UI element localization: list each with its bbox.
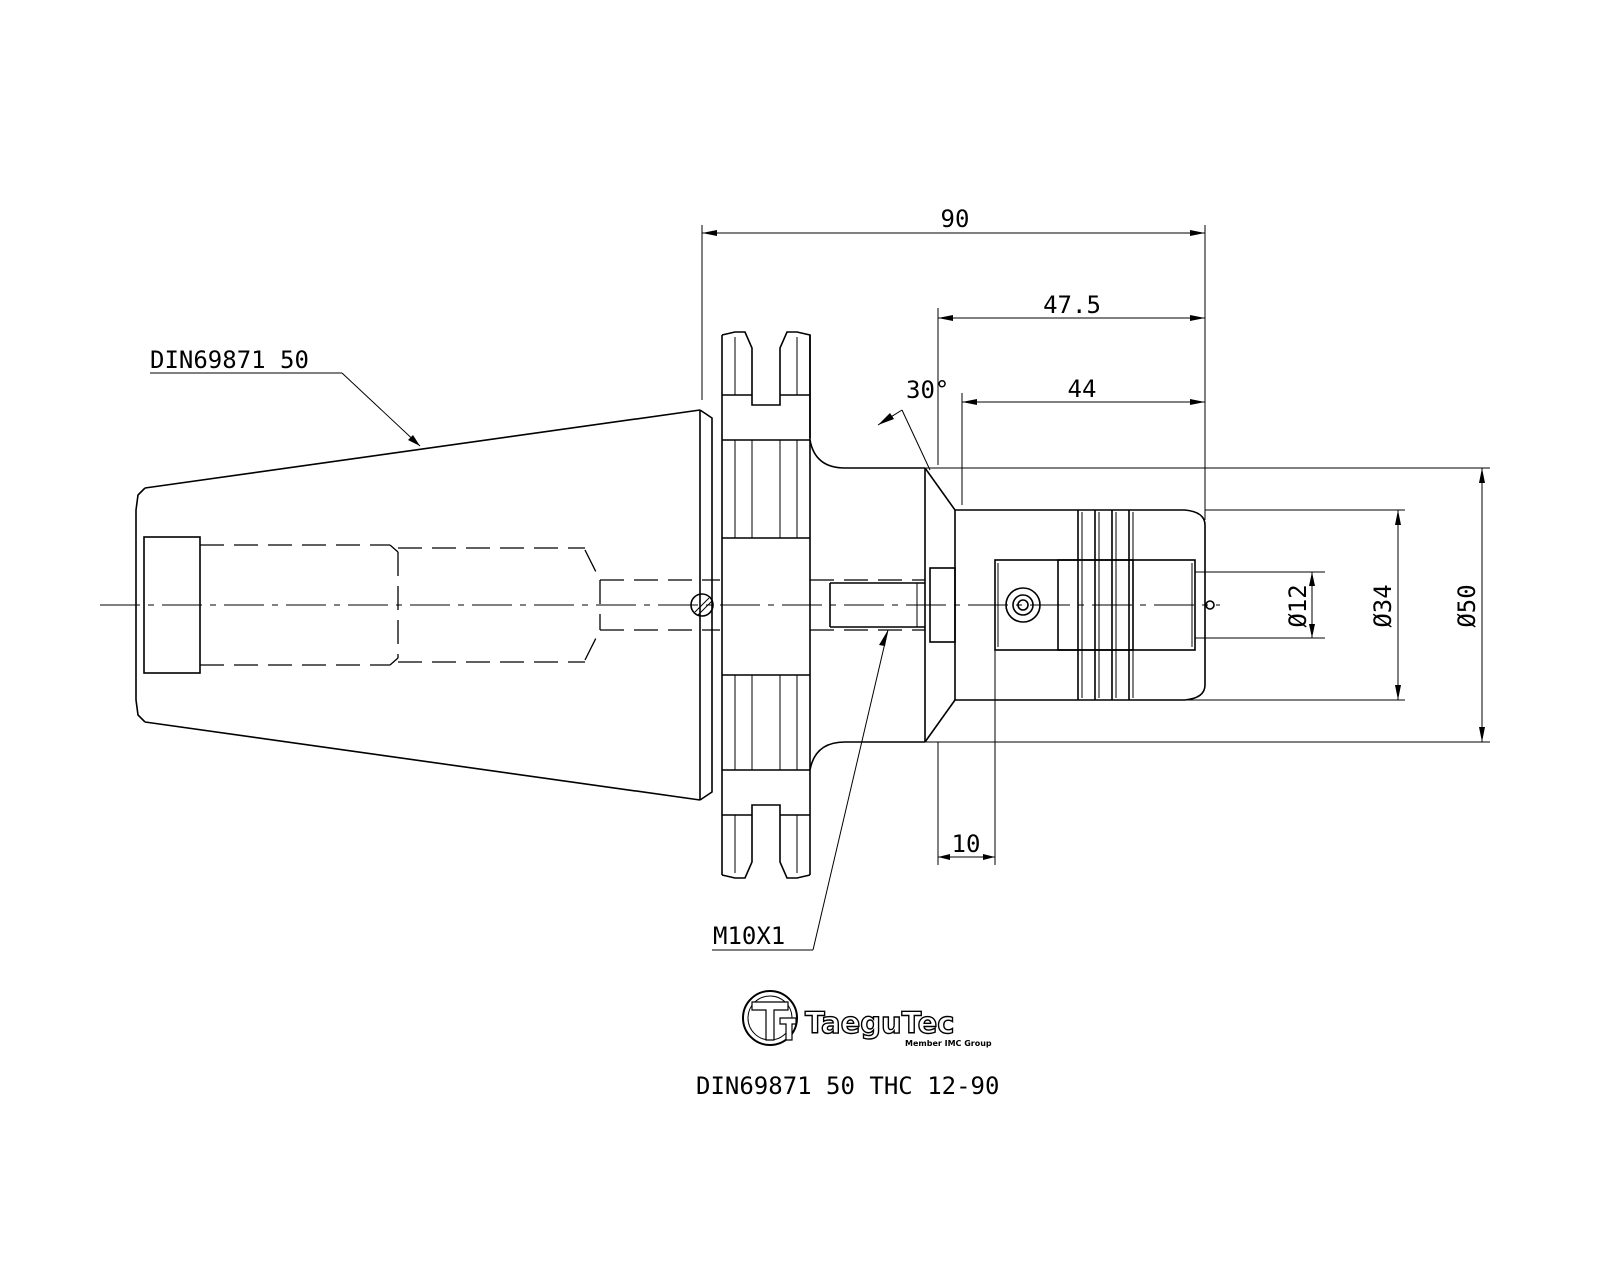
flange bbox=[721, 331, 811, 879]
neck bbox=[809, 439, 956, 771]
dim-dia50-label: Ø50 bbox=[1453, 584, 1481, 627]
dim-44: 44 bbox=[961, 375, 1205, 505]
part-number: DIN69871 50 THC 12-90 bbox=[696, 1072, 999, 1100]
leader-thread-spec: M10X1 bbox=[712, 629, 889, 951]
dim-47-5: 47.5 bbox=[937, 291, 1205, 465]
dim-dia34: Ø34 bbox=[1185, 509, 1405, 701]
logo-brand-text: TaeguTec bbox=[805, 1006, 954, 1040]
dim-44-label: 44 bbox=[1068, 375, 1097, 403]
leader-taper-spec: DIN69871 50 bbox=[150, 346, 421, 447]
hidden-bore bbox=[200, 544, 925, 666]
cross-hole bbox=[690, 593, 714, 617]
thread-spec-label: M10X1 bbox=[713, 922, 785, 950]
angle-label: 30° bbox=[906, 376, 949, 404]
dim-10: 10 bbox=[937, 650, 996, 865]
chuck-nose bbox=[955, 509, 1215, 701]
logo-tagline-text: Member IMC Group bbox=[905, 1039, 992, 1048]
taegutec-logo: TaeguTec Member IMC Group bbox=[742, 990, 992, 1048]
dim-30deg: 30° bbox=[877, 376, 949, 471]
dim-47-5-label: 47.5 bbox=[1043, 291, 1101, 319]
taper-shank bbox=[135, 409, 713, 801]
dim-10-label: 10 bbox=[952, 830, 981, 858]
taper-spec-label: DIN69871 50 bbox=[150, 346, 309, 374]
dim-90: 90 bbox=[701, 205, 1206, 520]
dim-dia12: Ø12 bbox=[1195, 571, 1325, 639]
dim-dia50: Ø50 bbox=[925, 467, 1490, 743]
dim-dia34-label: Ø34 bbox=[1369, 584, 1397, 627]
dim-90-label: 90 bbox=[941, 205, 970, 233]
dim-dia12-label: Ø12 bbox=[1284, 584, 1312, 627]
